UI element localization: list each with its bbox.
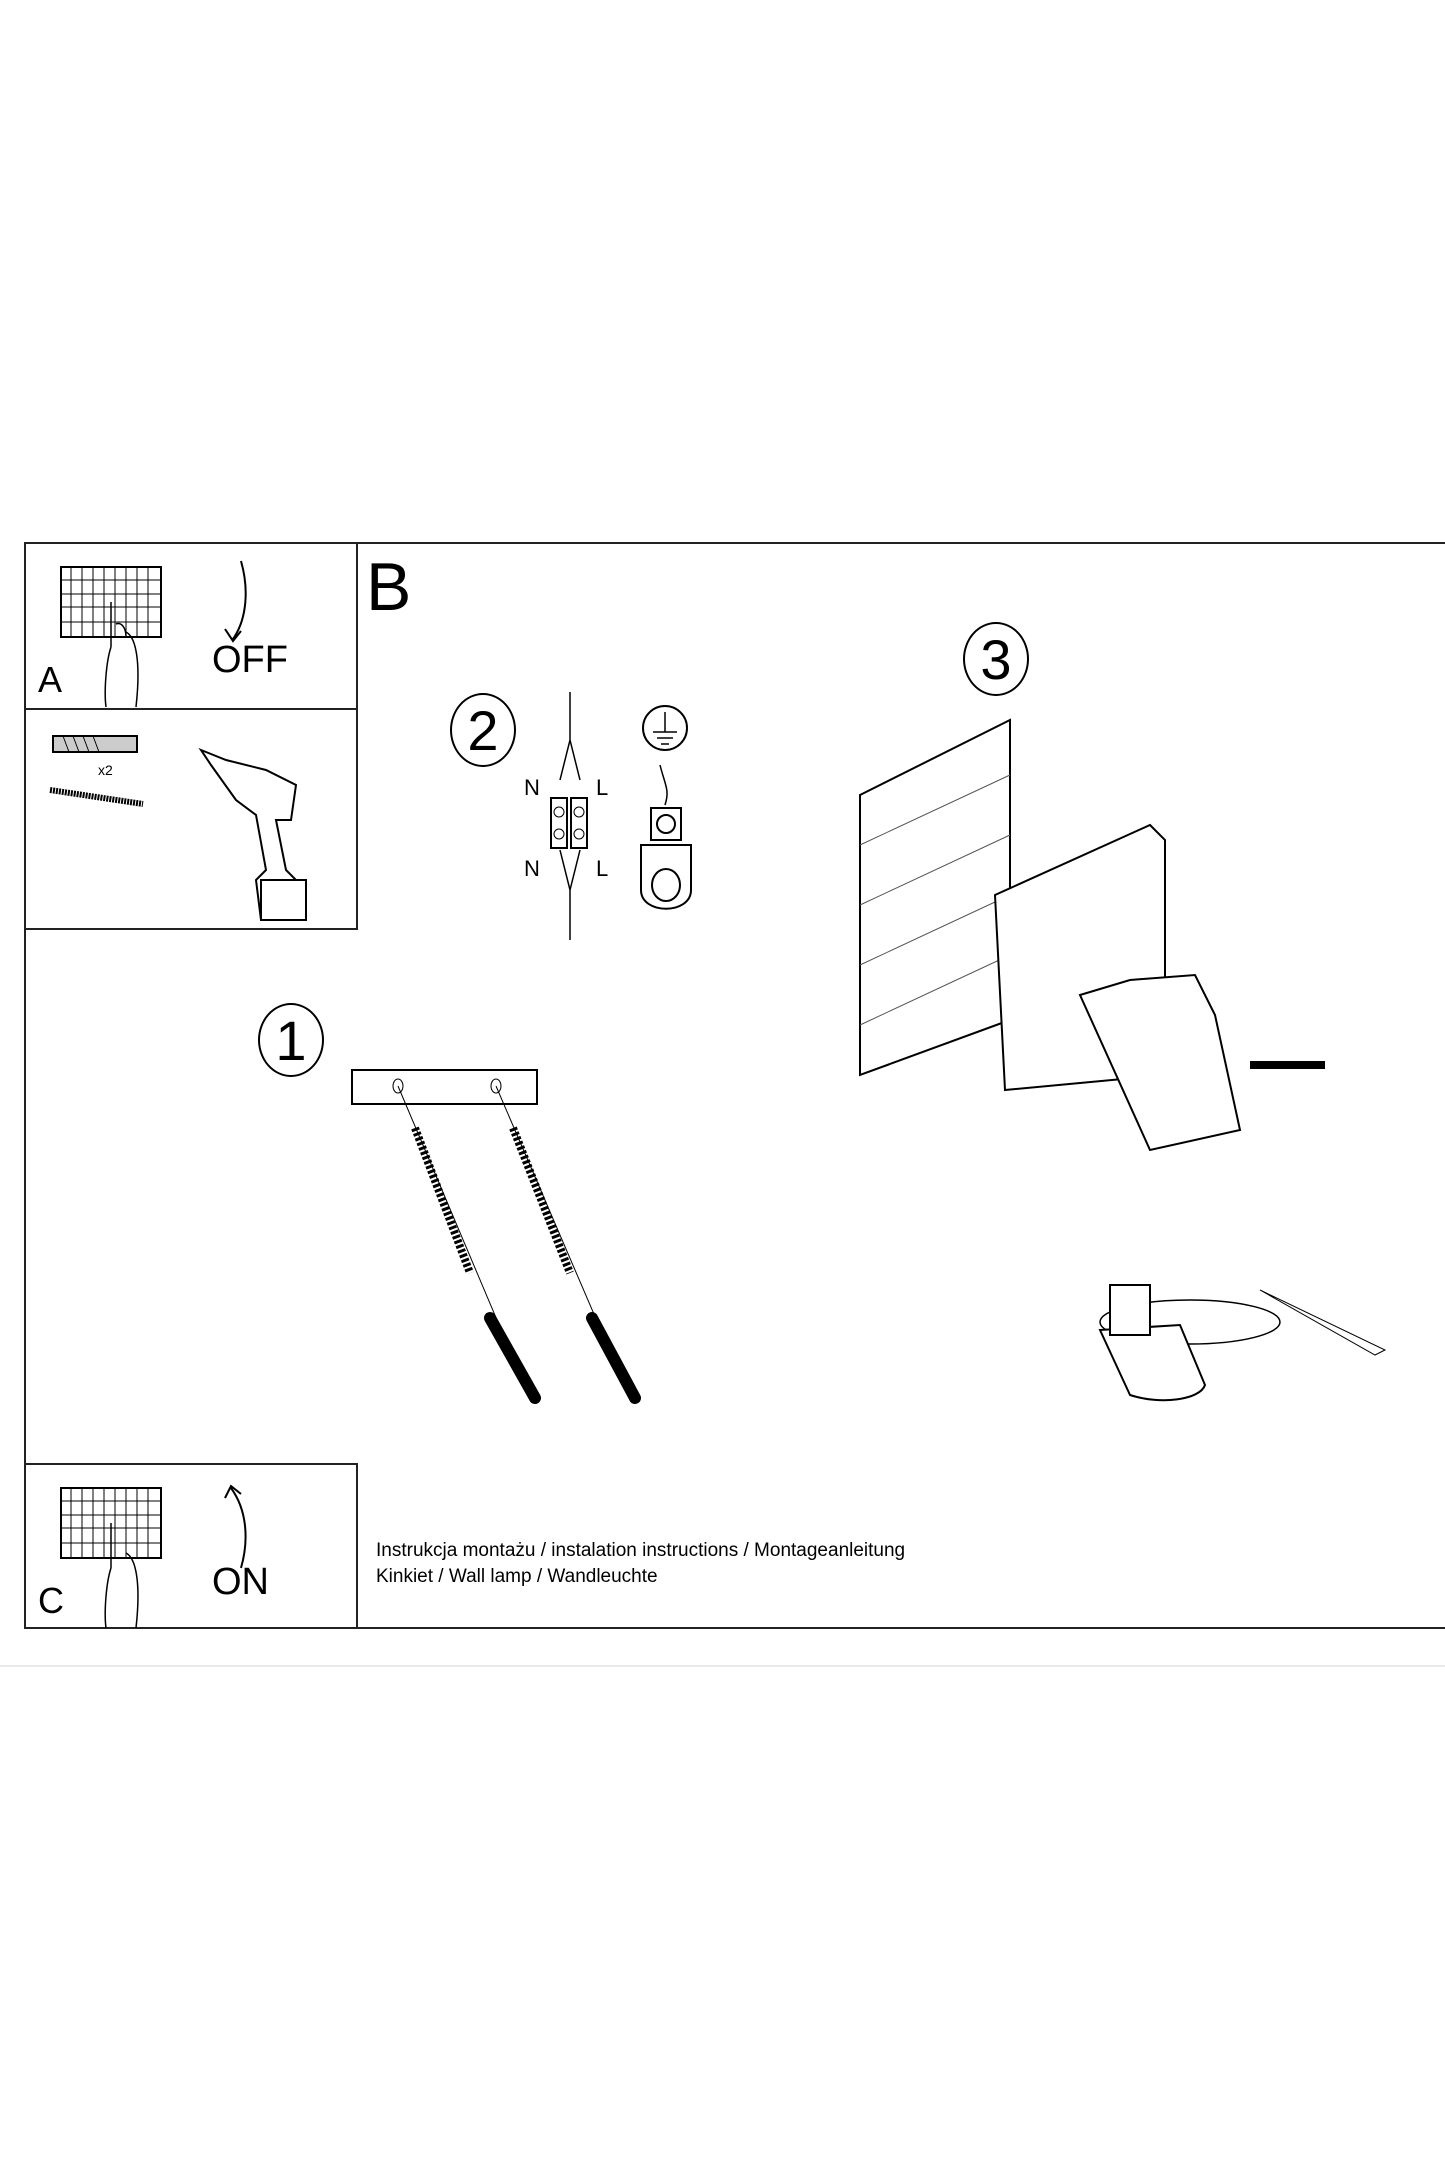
footer-instructions-title: Instrukcja montażu / instalation instruc… (376, 1540, 906, 1561)
lamp-assembly-illustration (859, 718, 1387, 1402)
arrow-up-icon (224, 1484, 247, 1569)
step-3-badge: 3 (963, 622, 1029, 696)
arrow-down-icon (224, 560, 247, 643)
off-label: OFF (212, 639, 288, 681)
mounting-plate-with-screws-illustration (351, 1069, 641, 1404)
circuit-breaker-icon (60, 566, 162, 708)
panel-b-letter: B (366, 549, 412, 625)
wiring-diagram (550, 692, 692, 940)
step-2-badge: 2 (450, 693, 516, 767)
panel-c-letter: C (38, 1580, 64, 1621)
instruction-frame (24, 542, 1445, 1629)
wire-l-top: L (596, 775, 609, 800)
screw-icon (49, 787, 144, 807)
on-label: ON (212, 1561, 269, 1603)
quantity-label: x2 (98, 762, 113, 778)
wire-n-bottom: N (524, 856, 540, 881)
footer-product-name: Kinkiet / Wall lamp / Wandleuchte (376, 1566, 658, 1587)
step-1-badge: 1 (258, 1003, 324, 1077)
wire-n-top: N (524, 775, 540, 800)
panel-a-letter: A (38, 659, 63, 700)
divider (0, 1665, 1445, 1667)
circuit-breaker-icon (60, 1487, 162, 1629)
wall-plug-icon (52, 735, 138, 753)
panel-tools: x2 (24, 708, 358, 930)
wire-l-bottom: L (596, 856, 609, 881)
panel-c: ON C (24, 1463, 358, 1629)
drill-icon (198, 747, 307, 921)
panel-a: OFF A (24, 542, 358, 710)
